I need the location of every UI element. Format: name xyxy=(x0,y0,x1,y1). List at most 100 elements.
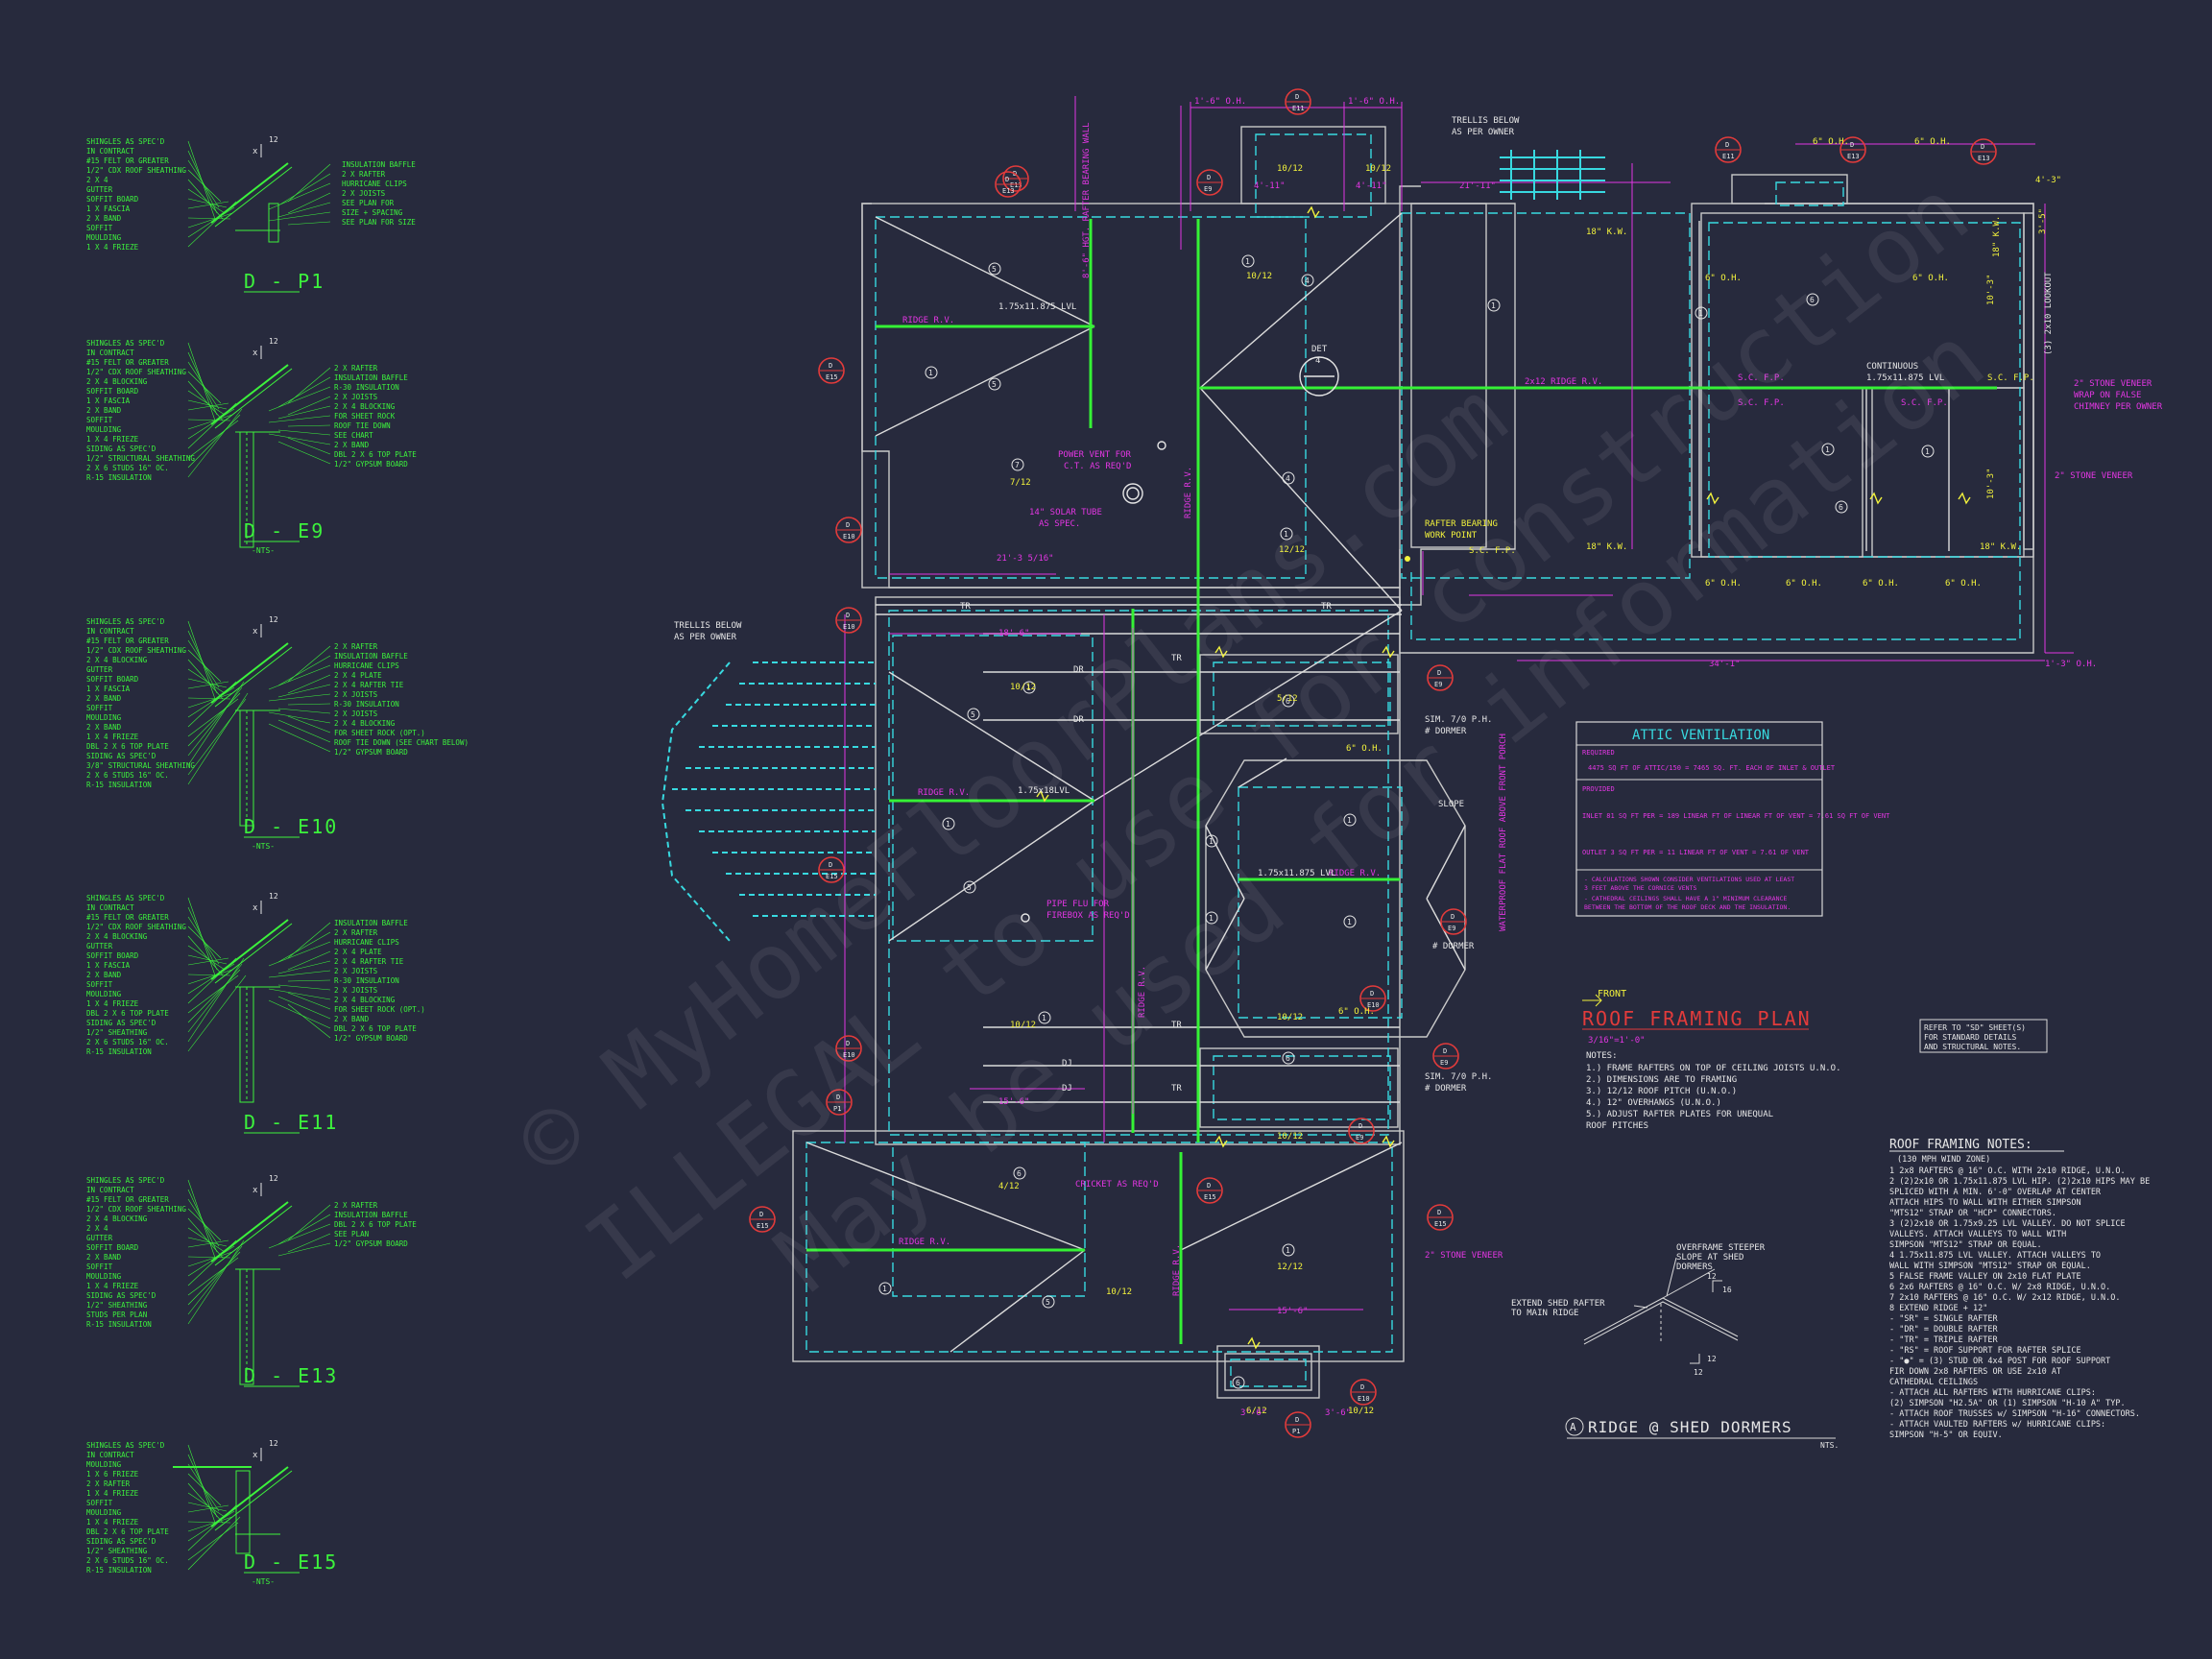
attic-note-1: - CALCULATIONS SHOWN CONSIDER VENTILATIO… xyxy=(1584,876,1794,883)
rafter-tag-circle xyxy=(1343,813,1357,827)
detail-left-label: 1 X 6 FRIEZE xyxy=(86,1470,139,1479)
sim-dormer-2b: # DORMER xyxy=(1425,1084,1467,1094)
pitch-f: 10/12 xyxy=(1010,683,1036,692)
note-2: 2.) DIMENSIONS ARE TO FRAMING xyxy=(1586,1075,1737,1085)
detail-left-label: 1 X FASCIA xyxy=(86,397,131,405)
section-marker-id: E13 xyxy=(1847,153,1860,160)
detail-leader xyxy=(268,415,331,423)
detail-leader xyxy=(268,664,331,690)
rafter-tag-1: 1 xyxy=(1280,527,1293,541)
detail-left-label: SOFFIT xyxy=(86,416,113,424)
rafter-tag-7: 7 xyxy=(1011,458,1024,471)
detail-leader xyxy=(187,963,235,995)
rafter-tag-circle xyxy=(1821,443,1835,456)
detail-leader xyxy=(187,1245,235,1277)
detail-leader xyxy=(187,419,231,421)
rafter-tag-5: 5 xyxy=(963,880,976,894)
rafter-tag-num: 4 xyxy=(1286,474,1290,483)
detail-leader xyxy=(277,441,331,465)
rafter-tag-num: 4 xyxy=(1305,276,1310,285)
rafter-tag-num: 5 xyxy=(971,710,975,719)
rafter-tag-num: 1 xyxy=(1347,816,1352,825)
detail-leader xyxy=(187,957,245,1043)
detail-leader xyxy=(187,1502,228,1512)
detail-leader xyxy=(268,386,331,412)
detail-right-label: 2 X 4 BLOCKING xyxy=(334,719,396,728)
rafter-tag-num: 1 xyxy=(1042,1014,1046,1022)
section-marker-circle xyxy=(1427,1204,1454,1231)
detail-leader xyxy=(187,926,222,959)
rafter-tag-circle xyxy=(988,377,1001,391)
sim-dormer-1b: # DORMER xyxy=(1425,727,1467,736)
dim-2: 1'-6" O.H. xyxy=(1348,97,1400,107)
detail-left-label: 1/2" CDX ROOF SHEATHING xyxy=(86,646,186,655)
detail-leader xyxy=(187,1463,220,1512)
detail-leader xyxy=(268,433,331,445)
rafter-tag-circle xyxy=(1301,274,1314,287)
detail-leader xyxy=(187,957,237,1004)
trellis-top xyxy=(1500,150,1605,200)
tr-1: TR xyxy=(1321,602,1332,612)
note-4: 4.) 12" OVERHANGS (U.N.O.) xyxy=(1586,1098,1721,1108)
detail-leader xyxy=(268,711,331,724)
detail-leader xyxy=(187,969,233,985)
detail-left-label: GUTTER xyxy=(86,185,113,194)
detail-left-label: SHINGLES AS SPEC'D xyxy=(86,339,165,348)
detail-wall xyxy=(268,203,279,243)
rafter-tag-num: 5 xyxy=(992,380,997,389)
detail-left-label: SOFFIT BOARD xyxy=(86,675,139,684)
framing-note-line: - ATTACH VAULTED RAFTERS w/ HURRICANE CL… xyxy=(1889,1420,2105,1430)
rafter-tag-5: 5 xyxy=(988,377,1001,391)
rafter-tag-1: 1 xyxy=(942,817,955,830)
rafter-bearing-label-2: WORK POINT xyxy=(1425,531,1478,541)
ridge-detail-label1-b: SLOPE AT SHED xyxy=(1676,1253,1743,1262)
refer-line-1: REFER TO "SD" SHEET(S) xyxy=(1924,1023,2026,1032)
section-marker-id: E15 xyxy=(1204,1193,1216,1201)
section-marker-circle xyxy=(1715,136,1742,163)
framing-note-line: 7 2x10 RAFTERS @ 16" O.C. W/ 2x12 RIDGE,… xyxy=(1889,1293,2121,1303)
detail-leader xyxy=(187,1521,231,1524)
front-arrow-icon xyxy=(1582,994,1602,1007)
detail-leader xyxy=(268,999,331,1029)
detail-left-label: SOFFIT xyxy=(86,1499,113,1507)
detail-leader xyxy=(187,420,239,459)
detail-leader xyxy=(187,188,226,214)
detail-left-label: 2 X BAND xyxy=(86,1253,122,1262)
section-marker-id: E13 xyxy=(1978,155,1990,162)
section-marker-letter: D xyxy=(1437,1209,1441,1216)
detail-nts: -NTS- xyxy=(252,546,275,555)
lvl-left: 1.75x18LVL xyxy=(1018,786,1070,796)
detail-right-label: 2 X RAFTER xyxy=(334,642,378,651)
detail-left-label: R-15 INSULATION xyxy=(86,781,152,789)
ridge-rv-4: RIDGE R.V. xyxy=(1329,869,1381,878)
dim-3: 4'-11" xyxy=(1254,181,1286,191)
rafter-tag-1: 1 xyxy=(1022,681,1036,694)
dr-1: DR xyxy=(1073,665,1084,675)
detail-leader xyxy=(187,1504,229,1513)
rafter-tag-circle xyxy=(1835,500,1848,514)
section-marker-id: E10 xyxy=(1358,1395,1370,1403)
rafter-tag-circle xyxy=(942,817,955,830)
detail-leader xyxy=(287,221,331,226)
rafter-tag-num: 1 xyxy=(946,820,950,829)
framing-note-line: (2) SIMPSON "H2.5A" OR (1) SIMPSON "H-10… xyxy=(1889,1399,2126,1408)
oh-4: 6" O.H. xyxy=(1786,579,1822,589)
section-marker-letter: D xyxy=(836,1094,840,1101)
rafter-bearing-label-1: RAFTER BEARING xyxy=(1425,519,1498,529)
plan-title-block: FRONT ROOF FRAMING PLAN 3/16"=1'-0" NOTE… xyxy=(1582,989,1841,1131)
detail-leader xyxy=(268,723,331,753)
sc-fp-5: S.C. F.P. xyxy=(1469,546,1516,556)
rafter-tag-circle xyxy=(1232,1376,1245,1389)
framing-note-line: - ATTACH ALL RAFTERS WITH HURRICANE CLIP… xyxy=(1889,1388,2096,1398)
detail-leader xyxy=(287,192,331,214)
ridge-detail-label1-a: OVERFRAME STEEPER xyxy=(1676,1243,1766,1253)
attic-note-3: - CATHEDRAL CEILINGS SHALL HAVE A 1" MIN… xyxy=(1584,895,1787,902)
section-marker-id: E9 xyxy=(1440,1059,1448,1067)
detail-leader xyxy=(187,698,239,737)
attic-inlet: INLET 81 SQ FT PER = 189 LINEAR FT OF LI… xyxy=(1582,812,1890,820)
rafter-tag-1: 1 xyxy=(1038,1011,1051,1024)
detail-pitch-12: 12 xyxy=(269,892,278,901)
